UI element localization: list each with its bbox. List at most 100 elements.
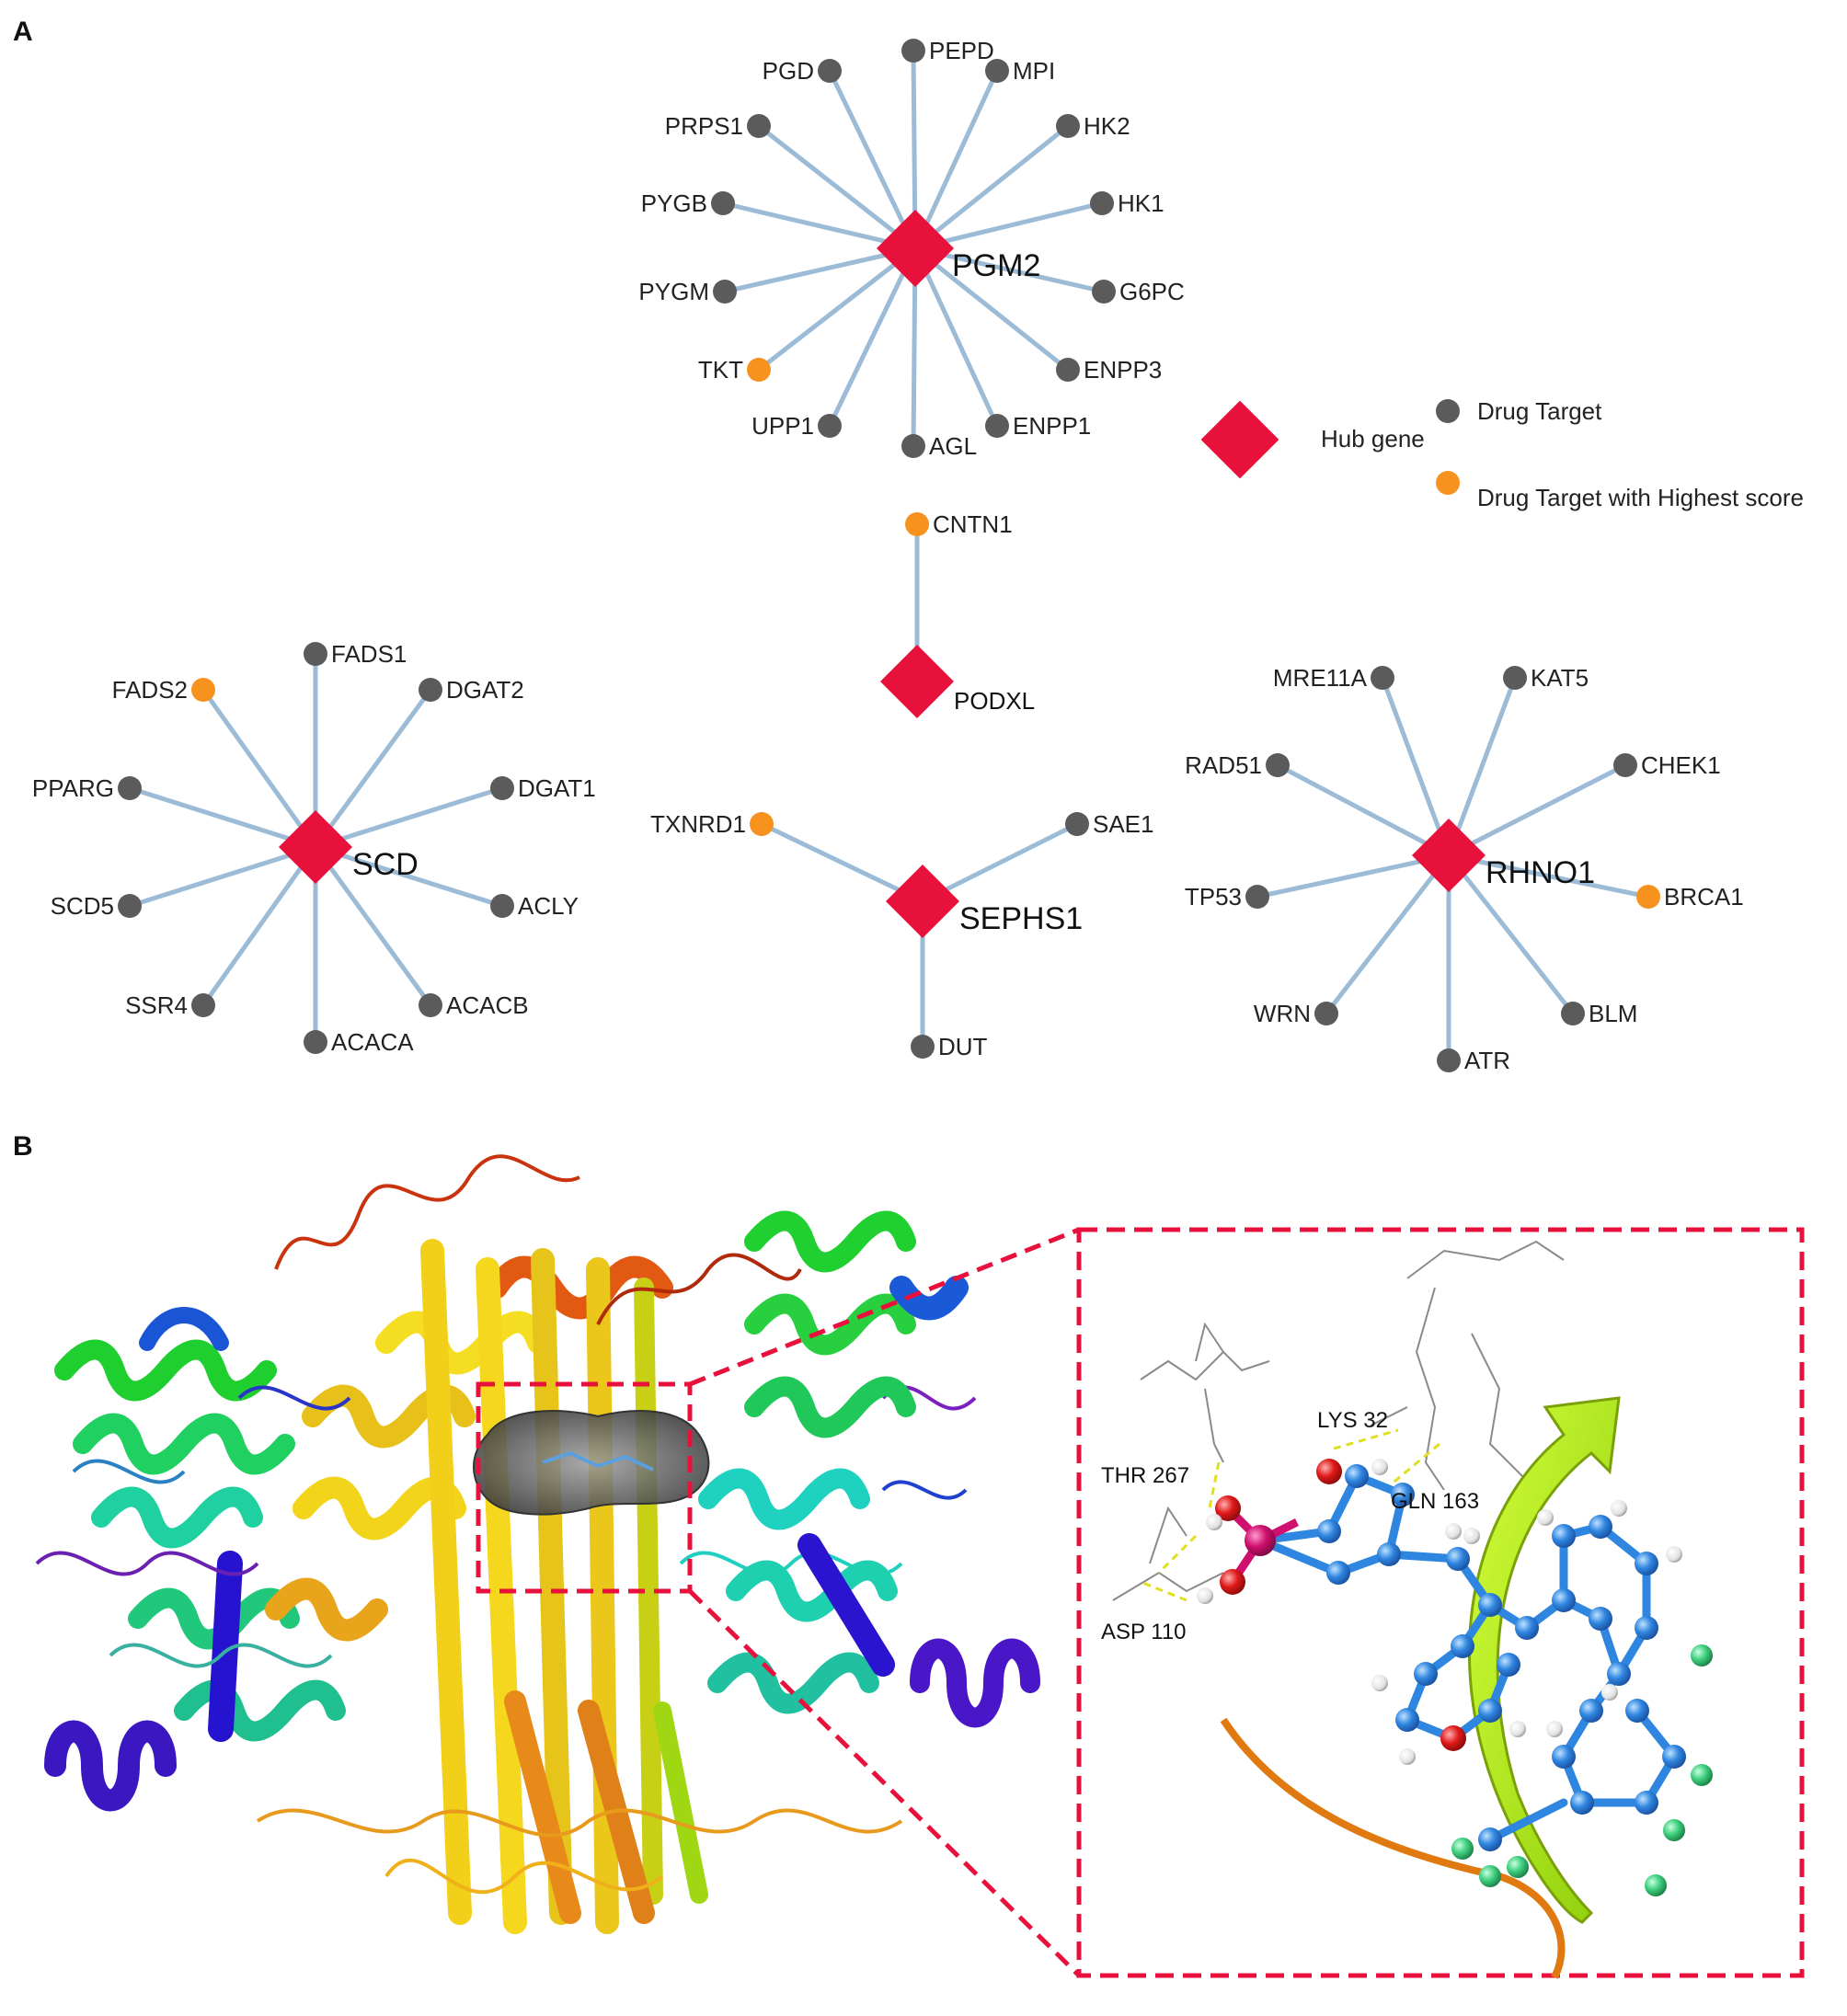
edge-pgm2-prps1 [756,123,918,251]
target-label-g6pc: G6PC [1119,278,1185,305]
target-node-hk2 [1056,114,1080,138]
edge-rhno1-brca1 [1446,853,1651,899]
edge-pgm2-pygb [720,200,918,251]
hub-label-podxl: PODXL [954,687,1035,715]
target-node-rad51 [1266,753,1290,777]
panel-letter-a: A [13,17,33,47]
target-label-tkt: TKT [698,356,743,384]
target-node-tkt [747,358,771,382]
target-label-hk2: HK2 [1084,112,1130,140]
target-node-wrn [1314,1002,1338,1025]
hub-node-podxl [880,645,954,718]
protein-helices-left [44,1307,346,1812]
target-node-ssr4 [191,993,215,1017]
edge-pgm2-hk1 [912,200,1105,251]
hub-label-rhno1: RHNO1 [1486,855,1595,890]
target-node-pepd [901,39,925,63]
edge-scd-acacb [313,844,433,1008]
target-label-prps1: PRPS1 [665,112,743,140]
target-label-txnrd1: TXNRD1 [650,810,746,838]
target-node-mpi [985,59,1009,83]
edge-scd-pparg [127,785,318,850]
edge-rhno1-blm [1446,853,1576,1016]
legend-highest-label: Drug Target with Highest score [1477,484,1804,511]
target-label-acacb: ACACB [446,991,529,1019]
target-node-enpp3 [1056,358,1080,382]
edge-pgm2-hk2 [912,123,1071,251]
ligand-surface [473,1410,710,1516]
target-node-g6pc [1092,280,1116,304]
residue-sticks [1112,1240,1565,1601]
target-label-dut: DUT [938,1033,988,1060]
target-node-prps1 [747,114,771,138]
hub-label-sephs1: SEPHS1 [959,901,1083,936]
residue-label-asp110: ASP 110 [1101,1620,1187,1644]
target-node-fads2 [191,678,215,702]
target-node-dut [911,1035,935,1059]
target-label-scd5: SCD5 [51,892,114,920]
hydrogen-bonds [1140,1428,1440,1602]
edge-rhno1-wrn [1324,853,1451,1016]
protein-loops [35,1154,977,1895]
target-label-fads1: FADS1 [331,640,407,668]
edge-pgm2-tkt [756,246,918,372]
target-label-blm: BLM [1589,1000,1637,1027]
target-label-mre11a: MRE11A [1273,664,1368,692]
target-label-pygm: PYGM [638,278,709,305]
edge-pgm2-enpp3 [912,246,1071,372]
protein-helices-right [698,1210,1040,1728]
target-node-dgat1 [490,776,514,800]
edge-scd-ssr4 [201,844,318,1008]
target-label-wrn: WRN [1254,1000,1311,1027]
edge-pgm2-pgd [827,68,918,251]
target-node-sae1 [1065,812,1089,836]
target-label-agl: AGL [929,432,977,460]
target-node-upp1 [818,414,842,438]
edge-scd-dgat1 [313,785,505,850]
target-label-pparg: PPARG [32,774,114,802]
edge-pgm2-g6pc [912,246,1107,294]
target-node-dgat2 [419,678,442,702]
target-node-acly [490,894,514,918]
target-node-blm [1561,1002,1585,1025]
target-label-kat5: KAT5 [1531,664,1589,692]
edge-rhno1-chek1 [1446,762,1628,858]
hub-label-scd: SCD [352,847,419,882]
edge-scd-acly [313,844,505,909]
target-label-upp1: UPP1 [751,412,814,440]
residue-label-thr267: THR 267 [1101,1463,1189,1488]
target-label-cntn1: CNTN1 [933,510,1013,538]
residue-label-gln163: GLN 163 [1391,1489,1479,1514]
edge-pgm2-enpp1 [912,246,1000,429]
zoom-box [1076,1227,1805,1978]
target-node-cntn1 [905,512,929,536]
binding-site-box [476,1381,693,1594]
hub-label-pgm2: PGM2 [952,248,1040,283]
panel-letter-b: B [13,1131,33,1162]
legend-target-marker [1436,399,1460,423]
legend-hub-label: Hub gene [1321,425,1425,452]
legend-hub-marker [1200,400,1279,479]
zoom-line-top [689,1227,1080,1387]
target-node-brca1 [1636,885,1660,909]
target-label-atr: ATR [1464,1047,1510,1074]
target-label-brca1: BRCA1 [1664,883,1744,911]
target-node-atr [1437,1048,1461,1072]
edge-scd-fads2 [201,687,318,850]
target-label-dgat2: DGAT2 [446,676,524,704]
target-label-mpi: MPI [1013,57,1055,85]
target-label-acaca: ACACA [331,1028,414,1056]
target-node-pygb [711,191,735,215]
hub-node-rhno1 [1412,819,1486,892]
hub-node-scd [279,810,352,884]
target-label-hk1: HK1 [1118,189,1164,217]
target-node-chek1 [1613,753,1637,777]
edge-rhno1-rad51 [1275,762,1451,858]
target-label-fads2: FADS2 [112,676,188,704]
protein-structure [35,1154,1081,1977]
target-label-rad51: RAD51 [1185,751,1262,779]
edge-rhno1-tp53 [1255,853,1451,899]
zoom-line-bottom [688,1589,1081,1977]
edge-pgm2-mpi [912,68,1000,251]
